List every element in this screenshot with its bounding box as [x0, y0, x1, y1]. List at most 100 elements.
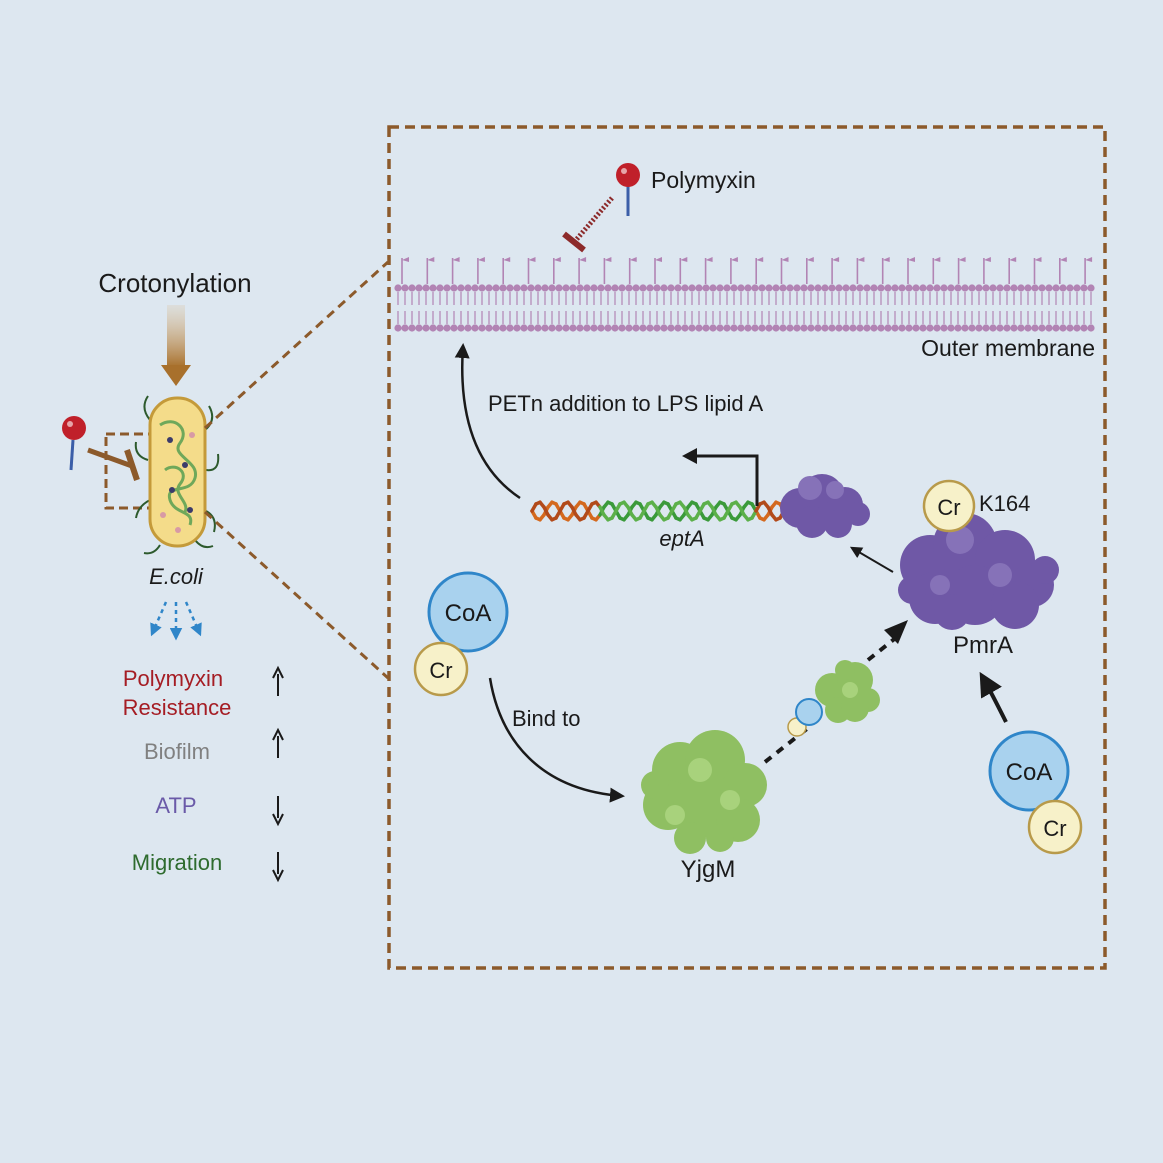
lipid-head: [758, 324, 766, 332]
lipid-head: [660, 284, 668, 292]
lps-glycan: [655, 257, 662, 262]
cr-label: Cr: [429, 658, 452, 683]
lipid-head: [394, 324, 402, 332]
lipid-head: [1038, 324, 1046, 332]
lipid-head: [401, 284, 409, 292]
lipid-head: [674, 324, 682, 332]
phenotype-label: Migration: [132, 850, 222, 875]
lipid-head: [996, 284, 1004, 292]
lipid-head: [863, 324, 871, 332]
lipid-head: [716, 284, 724, 292]
lipid-head: [723, 284, 731, 292]
lipid-head: [828, 324, 836, 332]
lipid-head: [1052, 284, 1060, 292]
lipid-head: [534, 324, 542, 332]
lipid-head: [485, 324, 493, 332]
lipid-head: [443, 284, 451, 292]
lipid-head: [1045, 284, 1053, 292]
lipid-head: [849, 324, 857, 332]
lipid-head: [765, 284, 773, 292]
lipid-head: [1031, 324, 1039, 332]
lipid-head: [779, 324, 787, 332]
lipid-head: [905, 324, 913, 332]
lipid-head: [856, 284, 864, 292]
lipid-head: [1024, 284, 1032, 292]
lipid-head: [730, 284, 738, 292]
lipid-head: [534, 284, 542, 292]
lipid-head: [597, 284, 605, 292]
bind-arrow: [488, 677, 625, 803]
phenotype-label-line2: Resistance: [123, 695, 232, 720]
lipid-head: [548, 284, 556, 292]
lipid-head: [660, 324, 668, 332]
lipid-head: [674, 284, 682, 292]
lipid-head: [625, 324, 633, 332]
down-arrow-icon: [272, 796, 284, 827]
phenotype-migration: Migration: [132, 850, 284, 883]
lipid-head: [618, 324, 626, 332]
cr-label: Cr: [937, 495, 960, 520]
lps-glycan: [933, 257, 941, 262]
ecoli-cell-icon: [134, 395, 220, 555]
lipid-head: [499, 324, 507, 332]
lipid-head: [506, 324, 514, 332]
lipid-head: [569, 284, 577, 292]
lipid-head: [884, 324, 892, 332]
lipid-head: [667, 324, 675, 332]
lipid-head: [919, 324, 927, 332]
lps-glycan: [730, 257, 738, 262]
cr-label: Cr: [1043, 816, 1066, 841]
lipid-head: [513, 284, 521, 292]
lps-glycan: [503, 257, 511, 262]
lipid-head: [436, 324, 444, 332]
lps-glycan: [680, 257, 688, 262]
lps-glycan: [402, 257, 409, 262]
lipid-head: [933, 284, 941, 292]
lipid-head: [653, 284, 661, 292]
lipid-head: [1038, 284, 1046, 292]
lipid-head: [478, 324, 486, 332]
lipid-head: [604, 324, 612, 332]
lipid-head: [744, 284, 752, 292]
lipid-head: [695, 284, 703, 292]
lipid-head: [681, 324, 689, 332]
cr-group-pmra: Cr: [922, 479, 976, 533]
lipid-head: [1066, 324, 1074, 332]
lipid-head: [1017, 284, 1025, 292]
pmra-binding-arrow: [849, 546, 894, 573]
lipid-head: [709, 324, 717, 332]
lps-glycan: [983, 257, 991, 262]
polymyxin-label: Polymyxin: [651, 167, 756, 193]
lipid-head: [961, 324, 969, 332]
inhibition-bar-icon: [87, 447, 140, 481]
lipid-head: [576, 324, 584, 332]
lipid-head: [681, 284, 689, 292]
lipid-head: [1010, 284, 1018, 292]
lps-glycan: [908, 257, 915, 262]
lipid-head: [688, 284, 696, 292]
lipid-head: [555, 284, 563, 292]
lps-glycan: [705, 257, 713, 262]
lipid-head: [800, 324, 808, 332]
lipid-head: [954, 324, 962, 332]
lipid-head: [877, 324, 885, 332]
lipid-head: [730, 324, 738, 332]
phenotype-atp: ATP: [155, 793, 284, 827]
yjgm-label: YjgM: [681, 856, 736, 883]
lipid-head: [1045, 324, 1053, 332]
lipid-head: [639, 284, 647, 292]
lipid-head: [590, 324, 598, 332]
lipid-head: [408, 324, 416, 332]
lipid-head: [1059, 284, 1067, 292]
lipid-head: [520, 284, 528, 292]
lipid-head: [849, 284, 857, 292]
lipid-head: [597, 324, 605, 332]
lipid-head: [646, 324, 654, 332]
lipid-head: [1087, 284, 1095, 292]
lipid-head: [611, 284, 619, 292]
lipid-head: [870, 284, 878, 292]
up-arrow-icon: [272, 727, 284, 758]
lipid-head: [688, 324, 696, 332]
inhibition-bar-icon: [562, 196, 614, 253]
